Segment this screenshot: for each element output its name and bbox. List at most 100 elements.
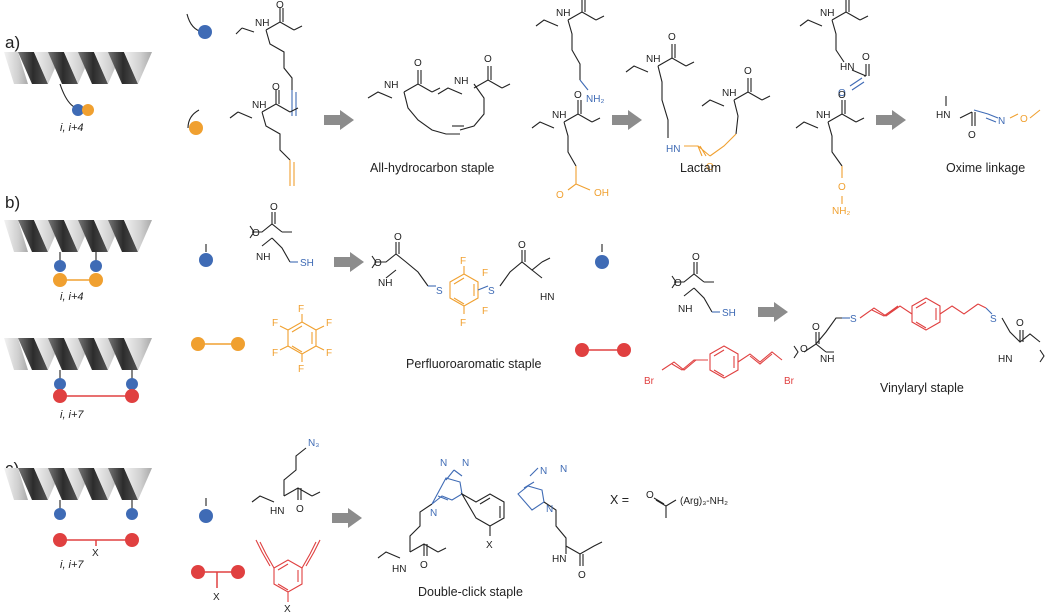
svg-text:O: O (484, 54, 492, 65)
svg-text:NH: NH (256, 252, 270, 263)
svg-text:HN: HN (936, 110, 950, 121)
glutamate-residue: NH O O OH (531, 90, 609, 201)
svg-text:O: O (574, 90, 582, 101)
svg-text:F: F (460, 318, 466, 329)
red-linker-end (53, 533, 67, 547)
svg-text:O: O (862, 52, 870, 63)
svg-text:N₃: N₃ (308, 438, 319, 449)
panel-c: c) X i, i+7 X HN O N₃ X (4, 438, 728, 615)
blue-residue-dot (54, 378, 66, 390)
svg-text:O: O (556, 190, 564, 201)
orange-linker-end (89, 273, 103, 287)
svg-text:O: O (744, 66, 752, 77)
svg-text:OH: OH (594, 188, 609, 199)
panel-b: b) i, i+4 i, i+7 NH O O SH (4, 193, 1045, 421)
arrow-b1 (334, 252, 364, 272)
orange-residue-dot (82, 104, 94, 116)
red-linker-legend (231, 565, 245, 579)
blue-residue-legend (199, 509, 213, 523)
svg-text:O: O (252, 228, 260, 239)
svg-text:O: O (272, 82, 280, 93)
svg-text:O: O (706, 162, 714, 173)
svg-text:O: O (800, 344, 808, 355)
orange-linker-legend (231, 337, 245, 351)
aldehyde-residue: NH HN O O (799, 0, 870, 99)
caption-lactam: Lactam (680, 161, 721, 175)
svg-text:HN: HN (392, 564, 406, 575)
svg-text:NH: NH (722, 88, 736, 99)
arrow-c1 (332, 508, 362, 528)
x-definition-label: X = (610, 493, 629, 507)
helix-c (4, 468, 152, 500)
svg-text:NH: NH (252, 100, 266, 111)
helix-b-bottom-tethers (59, 370, 133, 382)
helix-b-top-tethers (59, 252, 97, 264)
blue-residue-legend (198, 25, 212, 39)
svg-text:SH: SH (300, 258, 314, 269)
helix-b-bottom (4, 338, 152, 370)
helix-b-top (4, 220, 152, 252)
svg-text:Br: Br (784, 376, 795, 387)
blue-residue-dot (54, 260, 66, 272)
blue-residue-dot (72, 104, 84, 116)
orange-residue-legend-tail (187, 109, 200, 129)
caption-all-hydrocarbon: All-hydrocarbon staple (370, 161, 494, 175)
butenyl-amino-acid: NH O (229, 82, 299, 186)
svg-text:N: N (546, 504, 553, 515)
svg-text:NH: NH (556, 8, 570, 19)
oxime-structure: HN O N O (936, 96, 1041, 141)
blue-residue-dot (126, 378, 138, 390)
caption-vinylaryl: Vinylaryl staple (880, 381, 964, 395)
lysine-residue: NH NH₂ (535, 0, 604, 105)
svg-text:NH: NH (378, 278, 392, 289)
x-mark: X (92, 548, 99, 559)
svg-text:O: O (270, 202, 278, 213)
svg-text:F: F (298, 304, 304, 315)
svg-text:O: O (674, 278, 682, 289)
orange-linker-legend (191, 337, 205, 351)
svg-text:F: F (326, 348, 332, 359)
red-linker-legend (617, 343, 631, 357)
svg-text:O: O (394, 232, 402, 243)
blue-residue-dot (90, 260, 102, 272)
svg-text:N: N (560, 464, 567, 475)
svg-text:N: N (540, 466, 547, 477)
tether-a (59, 83, 87, 110)
svg-text:NH: NH (820, 354, 834, 365)
cysteine-residue: NH O O SH (671, 252, 736, 319)
x-definition-group: (Arg)₃-NH₂ (680, 496, 728, 507)
svg-text:NH: NH (816, 110, 830, 121)
svg-text:S: S (436, 286, 443, 297)
svg-text:O: O (646, 490, 654, 501)
svg-text:F: F (460, 256, 466, 267)
svg-text:NH₂: NH₂ (586, 94, 604, 105)
panel-label-a: a) (5, 33, 20, 52)
caption-double-click: Double-click staple (418, 585, 523, 599)
svg-text:F: F (272, 348, 278, 359)
vinylaryl-structure: NH O O S S O HN (793, 297, 1045, 365)
helix-a (4, 52, 152, 84)
svg-text:S: S (990, 314, 997, 325)
blue-residue-dot (126, 508, 138, 520)
svg-text:NH: NH (646, 54, 660, 65)
svg-text:O: O (812, 322, 820, 333)
svg-text:X: X (486, 540, 493, 551)
bis-bromide-linker: Br Br (644, 345, 795, 387)
caption-oxime: Oxime linkage (946, 161, 1025, 175)
svg-text:O: O (518, 240, 526, 251)
diethynylbenzene-linker: X (255, 539, 321, 615)
svg-text:NH: NH (678, 304, 692, 315)
helix-index-a: i, i+4 (60, 122, 84, 134)
svg-text:HN: HN (552, 554, 566, 565)
svg-text:HN: HN (666, 144, 680, 155)
svg-text:O: O (296, 504, 304, 515)
azidohomoalanine-residue: HN O N₃ (251, 438, 321, 517)
svg-text:O: O (276, 0, 284, 11)
svg-text:O: O (968, 130, 976, 141)
svg-text:O: O (578, 570, 586, 581)
svg-text:F: F (298, 364, 304, 375)
svg-text:O: O (692, 252, 700, 263)
svg-text:N: N (440, 458, 447, 469)
svg-text:F: F (482, 268, 488, 279)
